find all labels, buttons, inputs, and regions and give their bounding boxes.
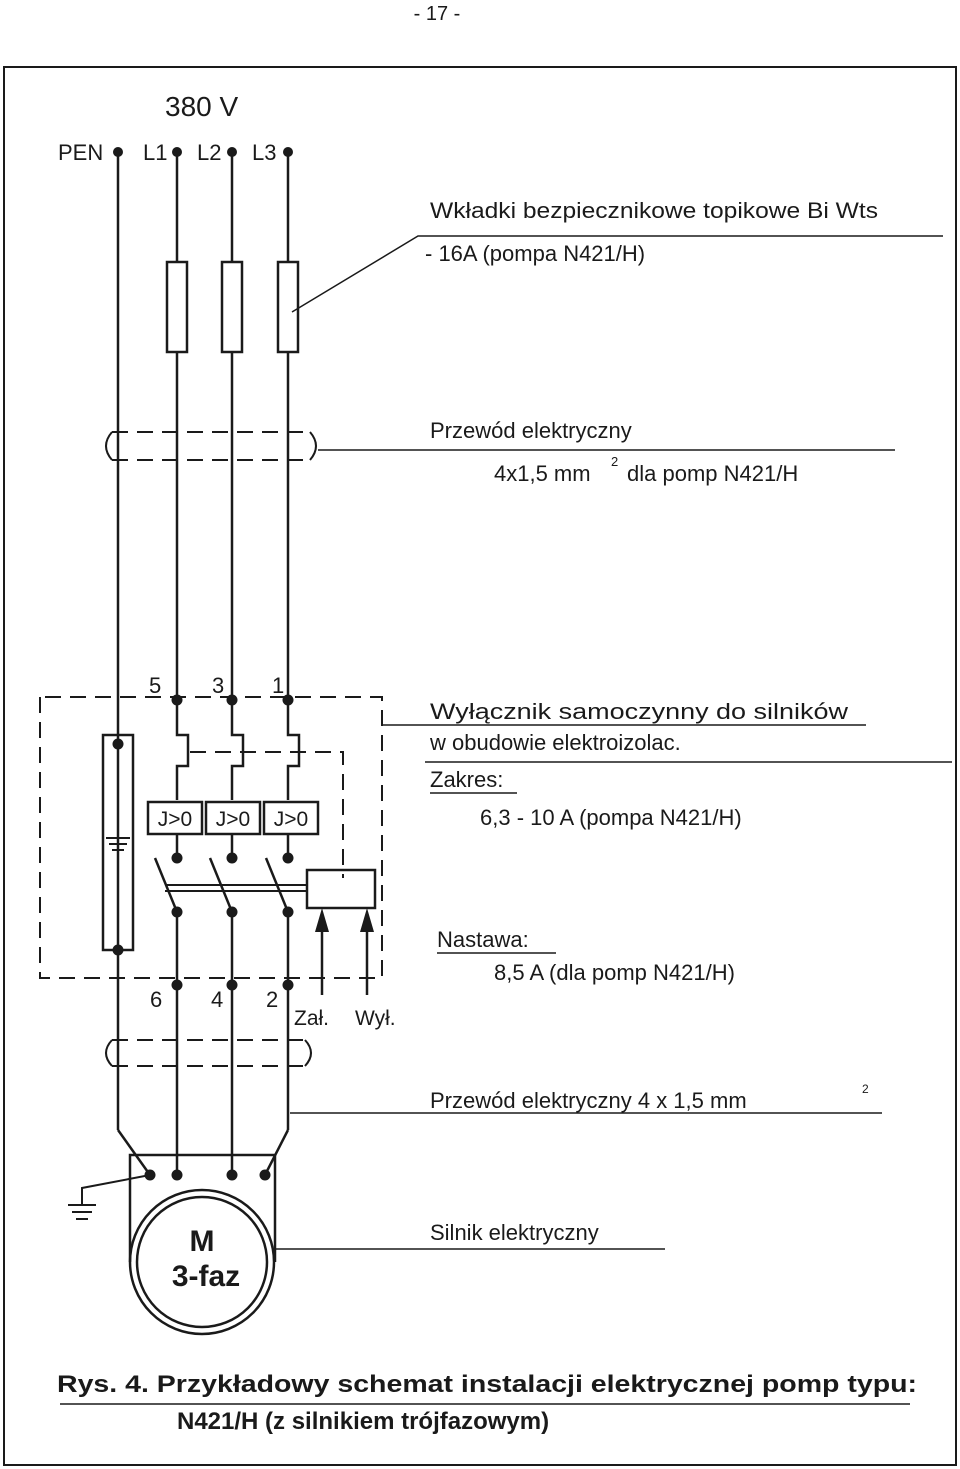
relay-label-2: J>0 xyxy=(216,808,250,831)
cable1-label-line2: dla pomp N421/H xyxy=(627,461,798,486)
relay-label-3: J>0 xyxy=(274,808,308,831)
cable2-bracket-right xyxy=(304,1039,312,1067)
breaker-title-line2: w obudowie elektroizolac. xyxy=(429,730,681,755)
terminal-l2: L2 xyxy=(197,140,221,165)
fuse-label-line2: - 16A (pompa N421/H) xyxy=(425,241,645,266)
terminal-l3: L3 xyxy=(252,140,276,165)
cable2-superscript: 2 xyxy=(862,1082,869,1096)
motor-feed-lines xyxy=(116,985,290,1176)
cable1-superscript: 2 xyxy=(611,454,618,469)
on-label: Zał. xyxy=(294,1007,329,1030)
diagram-frame xyxy=(3,66,957,1466)
setting-title: Nastawa: xyxy=(437,927,529,952)
relay-label-1: J>0 xyxy=(158,808,192,831)
breaker-top-terminal-3: 3 xyxy=(212,673,224,698)
fuse-leader-line xyxy=(291,235,943,313)
range-value: 6,3 - 10 A (pompa N421/H) xyxy=(480,805,742,830)
release-mechanism xyxy=(305,868,377,910)
on-off-actuators xyxy=(315,908,374,995)
earth-symbol-housing xyxy=(106,815,130,851)
cable2-label: Przewód elektryczny 4 x 1,5 mm xyxy=(430,1088,747,1113)
breaker-bottom-terminal-6: 6 xyxy=(150,987,162,1012)
setting-value: 8,5 A (dla pomp N421/H) xyxy=(494,960,735,985)
cable2-bracket-left xyxy=(105,1039,113,1067)
breaker-title-line1: Wyłącznik samoczynny do silników xyxy=(430,699,848,724)
page-number: - 17 - xyxy=(414,3,461,25)
earth-block-dots xyxy=(112,738,124,956)
thermal-elements xyxy=(175,700,301,800)
motor-terminal-dots xyxy=(144,1169,271,1181)
caption-line1: Rys. 4. Przykładowy schemat instalacji e… xyxy=(57,1371,917,1398)
mechanical-linkage xyxy=(165,884,307,892)
range-title: Zakres: xyxy=(430,767,503,792)
caption-line2: N421/H (z silnikiem trójfazowym) xyxy=(177,1408,549,1435)
breaker-top-terminal-1: 1 xyxy=(272,673,284,698)
motor-earth-lead xyxy=(81,1174,151,1205)
breaker-top-terminal-5: 5 xyxy=(149,673,161,698)
breaker-bottom-terminal-2: 2 xyxy=(266,987,278,1012)
motor-earth-icon xyxy=(68,1204,96,1220)
motor-terminal-box xyxy=(128,1153,277,1262)
terminal-pen: PEN xyxy=(58,140,103,165)
overcurrent-relays: J>0 J>0 J>0 xyxy=(146,800,320,836)
cable1-bracket-left xyxy=(105,431,113,461)
supply-voltage: 380 V xyxy=(165,91,238,122)
motor-symbol-3faz: 3-faz xyxy=(172,1260,240,1293)
motor-outer-ring xyxy=(128,1188,276,1336)
cable1-size: 4x1,5 mm xyxy=(494,461,591,486)
terminal-l1: L1 xyxy=(143,140,167,165)
contact-dots xyxy=(171,852,294,918)
breaker-housing xyxy=(39,696,383,979)
cable2-marker xyxy=(112,1039,305,1067)
cable1-bracket-right xyxy=(309,431,317,461)
fuse-symbols xyxy=(165,260,300,354)
phase-conductors xyxy=(175,152,290,700)
breaker-bottom-terminal-4: 4 xyxy=(211,987,223,1012)
cable1-marker xyxy=(112,431,310,461)
motor-label: Silnik elektryczny xyxy=(430,1220,599,1245)
motor-inner-ring xyxy=(135,1195,269,1329)
off-label: Wył. xyxy=(355,1007,396,1030)
cable1-label-line1: Przewód elektryczny xyxy=(430,418,632,443)
fuse-label-line1: Wkładki bezpiecznikowe topikowe Bi Wts xyxy=(430,198,878,223)
motor-symbol-m: M xyxy=(190,1225,215,1258)
